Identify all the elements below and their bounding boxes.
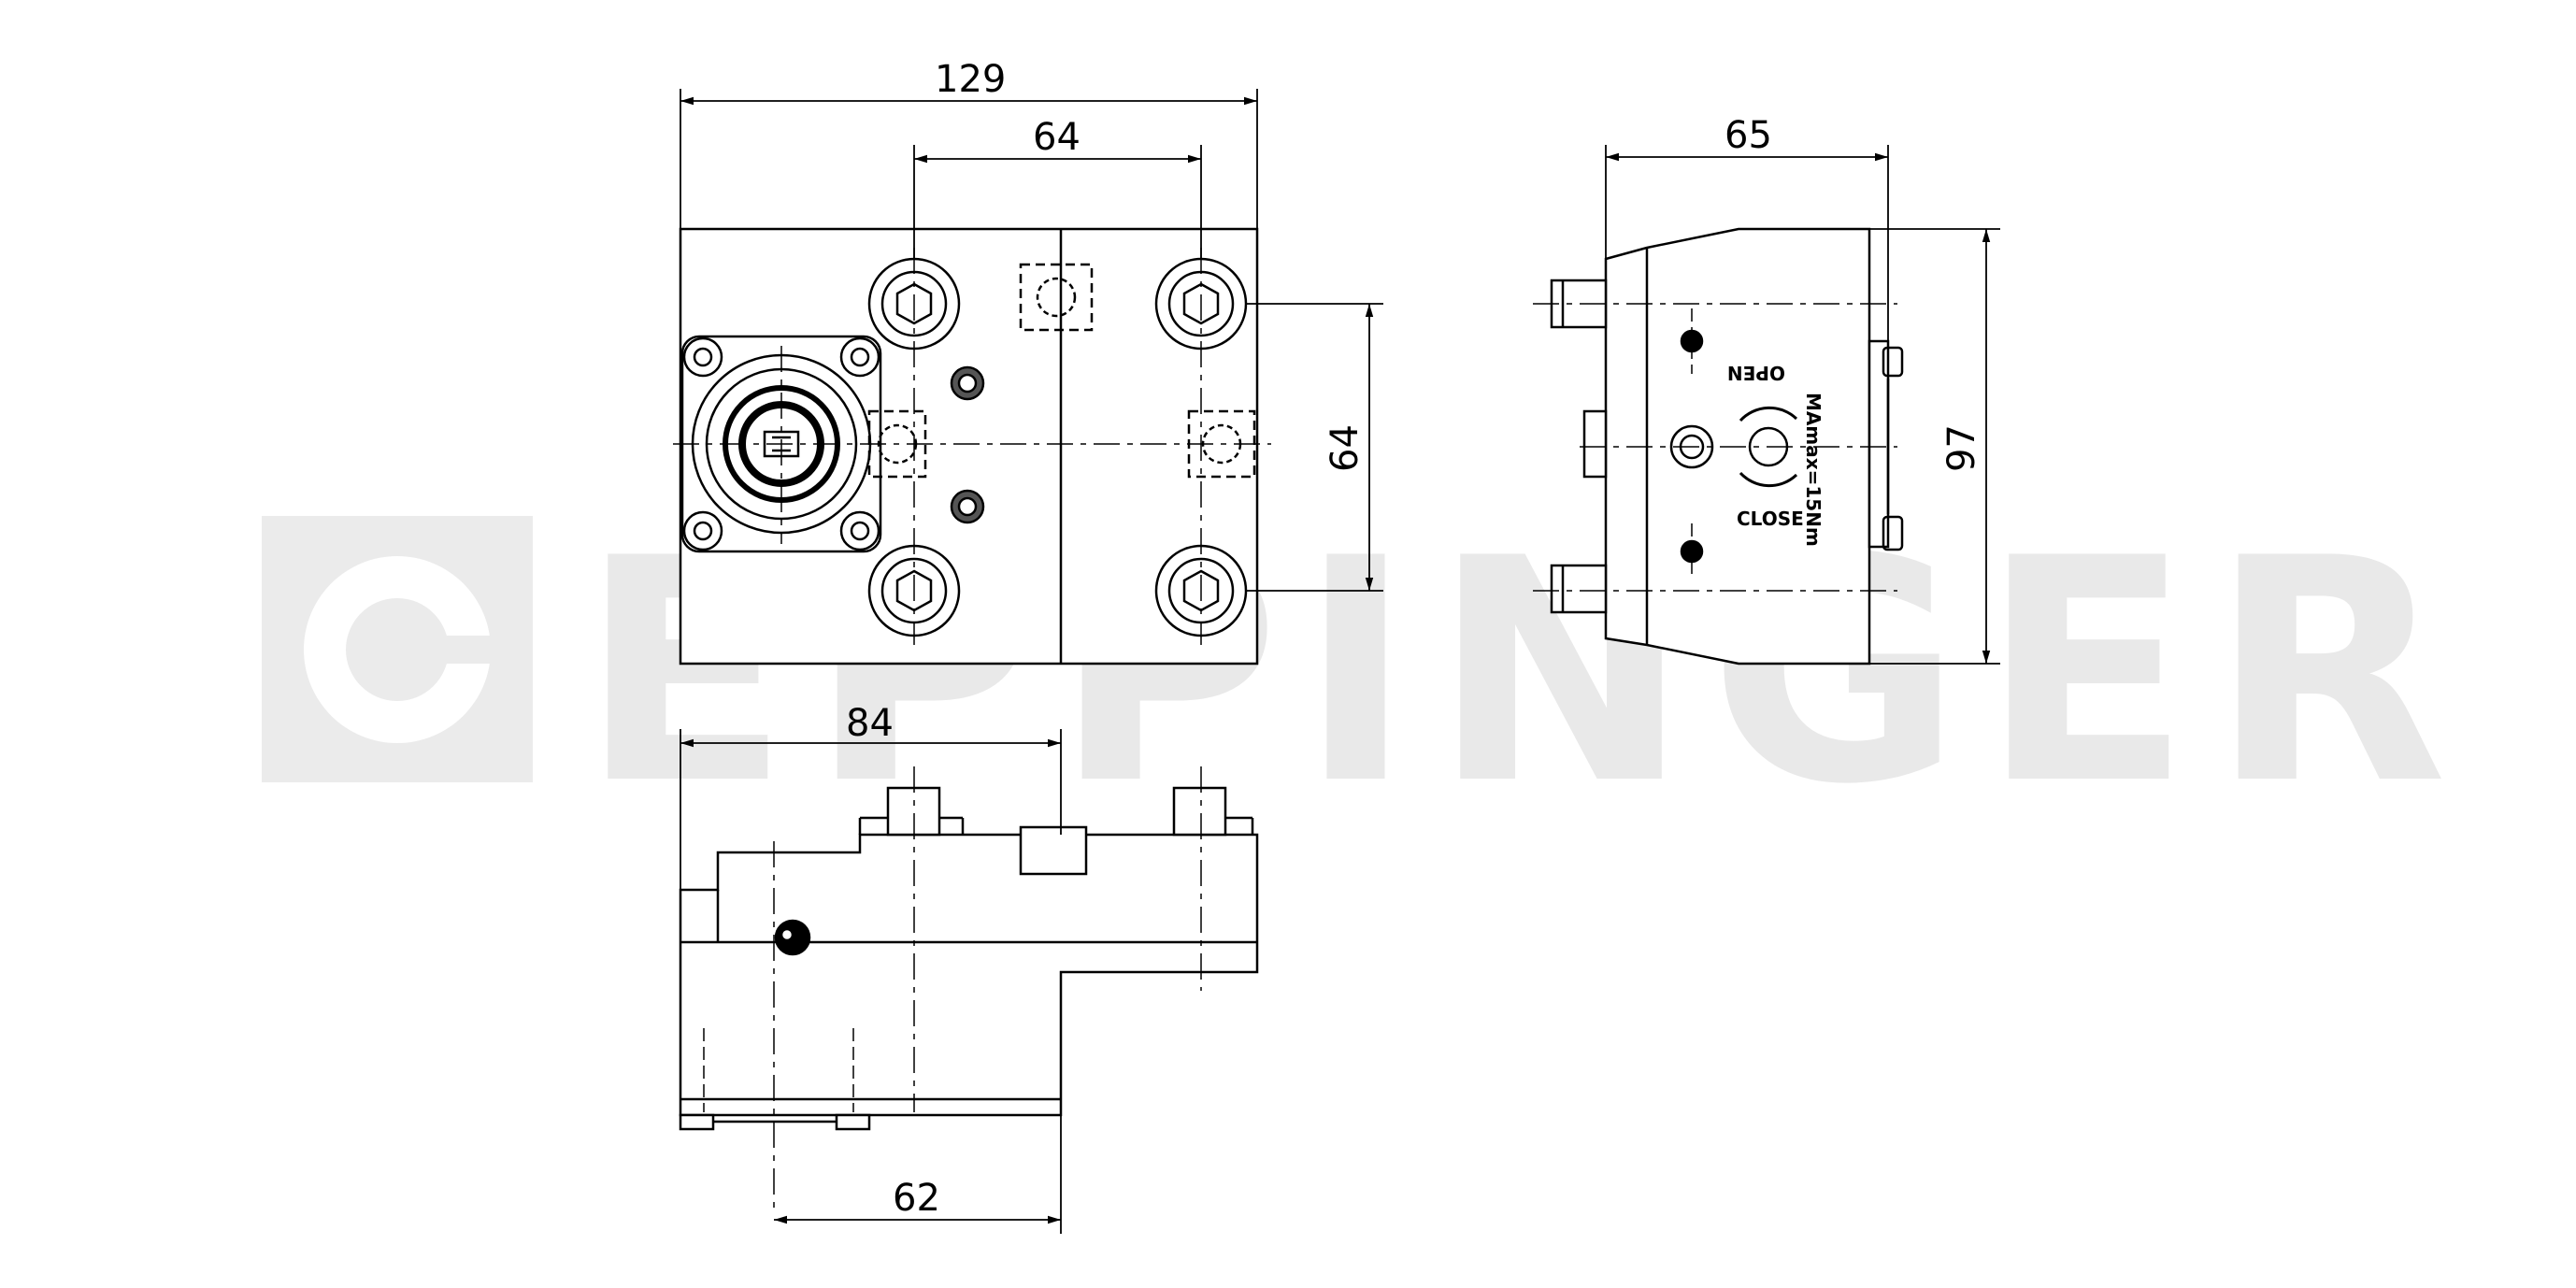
dim-front-total-width: 129 [935, 58, 1006, 101]
front-view [673, 227, 1271, 665]
bottom-dimensions [680, 729, 1062, 1234]
bottom-view [679, 766, 1259, 1215]
label-close: CLOSE [1737, 508, 1804, 530]
dim-side-width: 65 [1724, 114, 1772, 157]
side-view [1533, 227, 1904, 665]
label-torque: MAmax=15Nm [1802, 393, 1825, 547]
side-dimensions [1605, 145, 2000, 665]
dim-front-bolt-vertical: 64 [1324, 424, 1367, 472]
dim-side-height: 97 [1940, 424, 1983, 472]
dim-bottom-upper-length: 84 [846, 702, 894, 745]
dim-bottom-lower-length: 62 [893, 1177, 940, 1220]
watermark: EPPINGER [262, 493, 2448, 852]
front-dimensions [680, 89, 1383, 592]
dim-front-bolt-spacing: 64 [1033, 116, 1080, 159]
label-open: OPEN [1727, 362, 1785, 384]
